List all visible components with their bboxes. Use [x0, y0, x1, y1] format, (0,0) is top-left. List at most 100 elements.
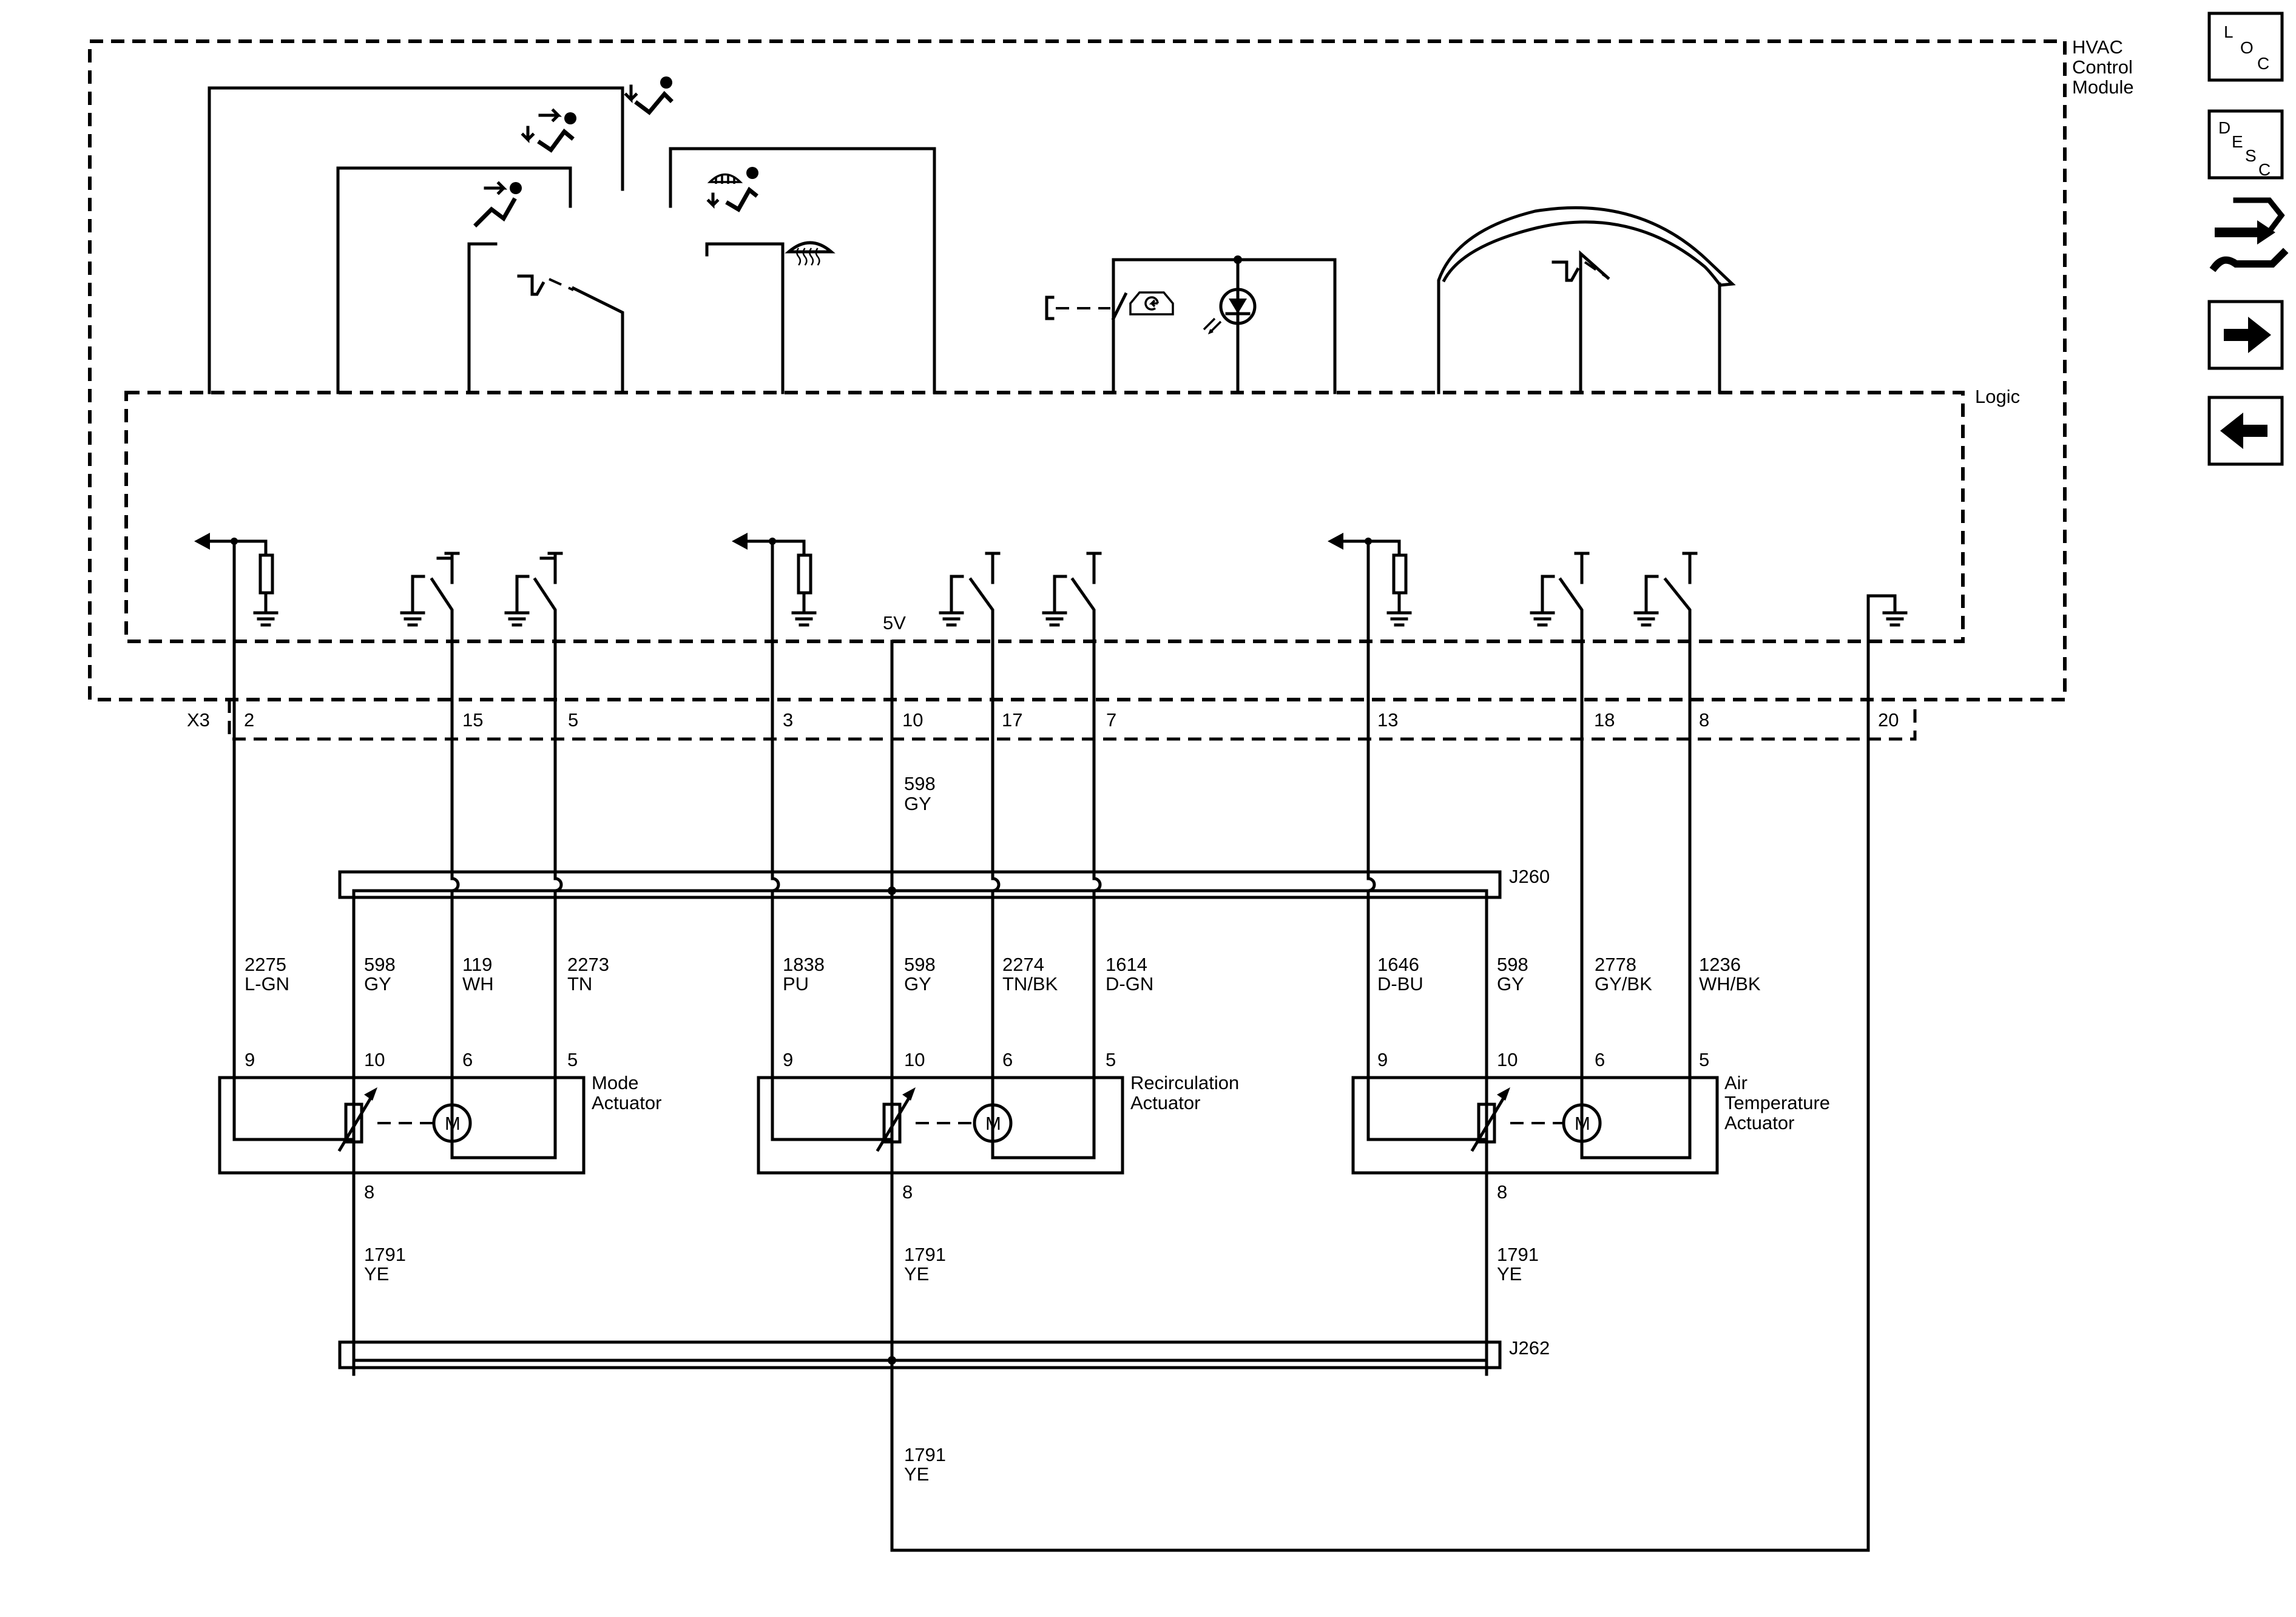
- wire-color: GY: [1497, 973, 1524, 994]
- high-side-switch-pin-15: [400, 552, 460, 627]
- pin-label: 7: [1106, 709, 1116, 731]
- actuator-name: Actuator: [592, 1092, 661, 1113]
- pin-label: 5: [1699, 1049, 1709, 1070]
- pin-label: 5: [568, 709, 578, 731]
- pin-label: 10: [1497, 1049, 1518, 1070]
- pin-label: 6: [1002, 1049, 1013, 1070]
- motor-label: M: [1575, 1113, 1590, 1134]
- pin-label: 9: [245, 1049, 255, 1070]
- five-volt-label: 5V: [883, 612, 906, 633]
- pin-label: 10: [902, 709, 923, 731]
- nav-toolbar: L O C D E S C: [2207, 12, 2289, 466]
- high-side-switch-pin-18: [1530, 552, 1590, 627]
- connector-x3: X3 2 15 5 3 10 17 7 13 18 8 20: [187, 700, 1917, 741]
- loc-letter: C: [2257, 54, 2269, 73]
- actuator-name: Recirculation: [1130, 1072, 1239, 1093]
- pin-label: 3: [783, 709, 793, 731]
- defrost-switch-group: [669, 147, 936, 394]
- logic-label: Logic: [1975, 386, 2020, 407]
- pin-label: 9: [783, 1049, 793, 1070]
- pin-label: 20: [1878, 709, 1899, 731]
- wire-circuit: 1791: [1497, 1244, 1539, 1265]
- wire-color: GY: [364, 973, 391, 994]
- high-side-switch-pin-7: [1042, 552, 1102, 627]
- wire-color: WH/BK: [1699, 973, 1761, 994]
- actuator-name: Air: [1724, 1072, 1747, 1093]
- wire-circuit: 1791: [904, 1444, 946, 1465]
- input-pullup-pin-2: [194, 533, 279, 627]
- actuator-name: Actuator: [1130, 1092, 1200, 1113]
- description-button[interactable]: D E S C: [2207, 109, 2284, 180]
- wire-color: GY: [904, 973, 931, 994]
- wire-circuit: 2275: [245, 954, 286, 975]
- pin-label: 13: [1377, 709, 1398, 731]
- high-side-switch-pin-8: [1633, 552, 1698, 627]
- pin-label: 5: [1106, 1049, 1116, 1070]
- air-temperature-actuator: M 9 10 6 5 8 Air Temperature Actuator: [1351, 1049, 1830, 1203]
- wire-circuit: 2273: [567, 954, 609, 975]
- ground-pin-20: [1866, 594, 1908, 627]
- wire-color: L-GN: [245, 973, 289, 994]
- pin-label: 17: [1002, 709, 1022, 731]
- wire-color: D-GN: [1106, 973, 1153, 994]
- loc-letter: L: [2224, 22, 2234, 41]
- wire-circuit: 1791: [904, 1244, 946, 1265]
- wire-color: WH: [462, 973, 494, 994]
- high-side-switch-pin-17: [939, 552, 1001, 627]
- wire-color: GY: [904, 793, 931, 814]
- temperature-knob-group: [1437, 206, 1736, 394]
- next-arrow-icon[interactable]: [2207, 300, 2284, 370]
- wire-circuit: 119: [462, 954, 492, 975]
- bi-level-icon: [521, 108, 576, 153]
- pin-label: 9: [1377, 1049, 1388, 1070]
- mode-actuator: M 9 10 6 5 8 Mode Actuator: [218, 1049, 661, 1376]
- wire-circuit: 598: [364, 954, 396, 975]
- indicator-led-icon: [1203, 288, 1257, 335]
- pin-label: 5: [567, 1049, 578, 1070]
- vent-floor-icon: [624, 76, 674, 115]
- location-button[interactable]: L O C: [2207, 12, 2284, 82]
- wire-color: D-BU: [1377, 973, 1423, 994]
- pin-label: 8: [902, 1181, 913, 1203]
- defrost-icon: [785, 241, 836, 266]
- pin-label: 15: [462, 709, 483, 731]
- input-pullup-pin-3: [732, 533, 817, 627]
- recirc-car-icon: [1129, 291, 1174, 316]
- vent-icon: [473, 181, 522, 228]
- wire-circuit: 2778: [1595, 954, 1636, 975]
- wire-color: YE: [1497, 1263, 1522, 1284]
- wire-color: YE: [904, 1463, 929, 1485]
- splice-label: J262: [1509, 1337, 1550, 1359]
- splice-label: J260: [1509, 866, 1550, 887]
- motor-label: M: [445, 1113, 461, 1134]
- mode-switch-group: [208, 76, 674, 394]
- wire-circuit: 2274: [1002, 954, 1044, 975]
- desc-letter: C: [2258, 160, 2271, 179]
- wire-color: TN/BK: [1002, 973, 1058, 994]
- rotary-knob-icon: [1551, 260, 1580, 282]
- wire-color: PU: [783, 973, 809, 994]
- pin-label: 8: [1699, 709, 1709, 731]
- wire-circuit: 1614: [1106, 954, 1147, 975]
- loc-letter: O: [2240, 38, 2254, 57]
- wire-circuit: 1791: [364, 1244, 406, 1265]
- recirculation-actuator: M 9 10 6 5 8 Recirculation Actuator: [757, 1049, 1239, 1203]
- hvac-control-module: HVAC Control Module: [88, 36, 2134, 701]
- pin-label: 2: [244, 709, 254, 731]
- wire-labels: 598 GY 2275 L-GN 598 GY 119 WH 2273 TN 1…: [245, 773, 1761, 1485]
- pin-label: 6: [1595, 1049, 1605, 1070]
- splice-j260: J260: [338, 866, 1550, 912]
- module-title-line-1: HVAC: [2072, 36, 2123, 58]
- input-pullup-pin-13: [1328, 533, 1412, 627]
- defog-icon: [706, 167, 758, 212]
- logic-block: Logic: [124, 386, 2020, 643]
- high-side-switch-pin-5: [504, 552, 563, 627]
- connector-tool-icon[interactable]: [2209, 197, 2289, 272]
- wire-color: GY/BK: [1595, 973, 1652, 994]
- pin-label: 8: [364, 1181, 374, 1203]
- desc-letter: E: [2232, 132, 2243, 151]
- actuator-name: Mode: [592, 1072, 639, 1093]
- wire-circuit: 598: [1497, 954, 1528, 975]
- previous-arrow-icon[interactable]: [2207, 396, 2284, 466]
- module-title-line-3: Module: [2072, 76, 2134, 98]
